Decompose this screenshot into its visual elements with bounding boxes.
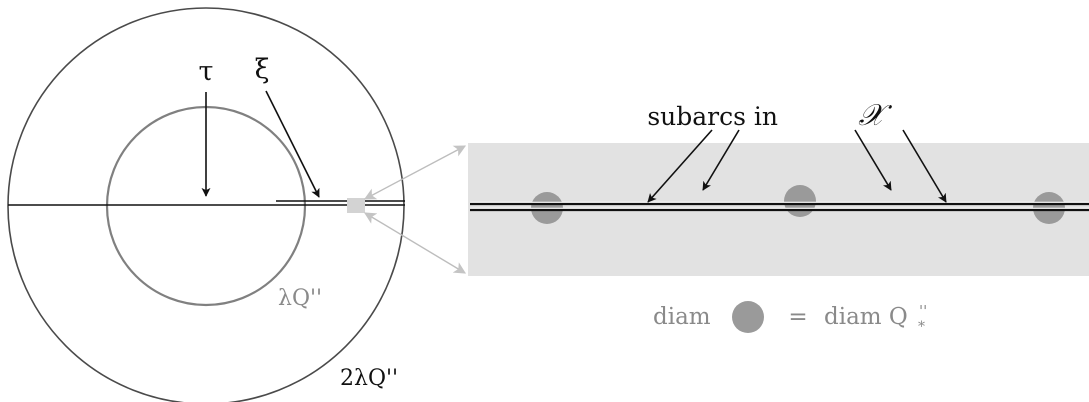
xi-arrow [265,90,320,198]
xi-label: ξ [255,54,270,85]
zoom-connector-top [363,145,467,200]
tau-label: τ [199,56,214,87]
inner-circle-label: λQ'' [278,286,322,311]
zoom-source-square [347,198,365,213]
legend-subscript: * [918,319,925,335]
legend-diam-left: diam [653,304,711,330]
subarcs-label: subarcs in [647,102,778,131]
subarcs-symbol: 𝒳 [858,98,892,133]
subarc-arrow-4 [902,129,947,203]
dot [784,185,816,217]
legend-diam-right: diam Q [824,304,908,330]
subarc-arrow-3 [854,129,892,191]
subarc-arrow-1 [647,129,713,203]
outer-circle-2lambdaQ [7,7,405,402]
zoom-connector-bottom [363,212,467,274]
outer-circle-label: 2λQ'' [340,366,398,391]
subarc-arrow-2 [702,129,740,191]
legend-dot [732,301,764,333]
legend-superscript: '' [919,302,927,320]
legend-equals: = [788,304,807,330]
